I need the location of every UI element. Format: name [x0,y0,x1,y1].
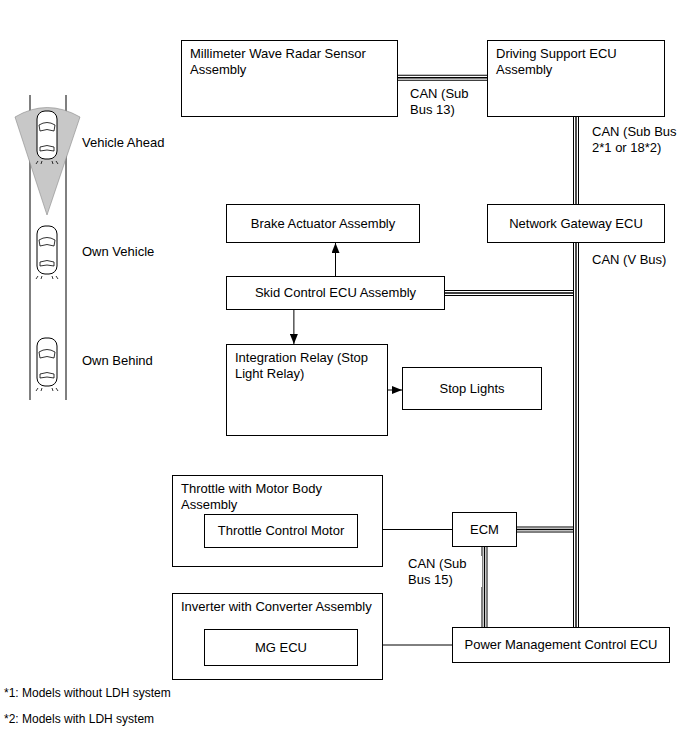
assembly-box: Inverter with Converter Assembly MG ECU [172,593,383,680]
vehicle-label: Vehicle Ahead [80,135,166,151]
actuator-box: Brake Actuator Assembly [226,204,420,243]
node-text: Throttle Control Motor [218,523,344,539]
gateway-box: Network Gateway ECU [487,204,665,243]
bus-stroke [483,547,487,627]
bus-stroke [398,75,487,81]
vehicle-label: Own Vehicle [80,244,156,260]
node-text: Inverter with Converter Assembly [181,599,374,615]
motor-box: Throttle Control Motor [204,514,358,548]
footnote: *2: Models with LDH system [2,712,156,726]
node-text: Skid Control ECU Assembly [255,285,416,301]
node-text: Millimeter Wave Radar Sensor Assembly [190,46,389,77]
ecu-box: ECM [452,512,517,547]
bus-stroke [484,547,485,627]
bus-stroke [573,243,579,627]
bus-stroke [574,117,578,204]
node-text: Network Gateway ECU [509,216,643,232]
node-text: Stop Lights [439,381,504,397]
can-bus-line [398,77,487,78]
arrow-stroke [293,310,294,344]
bus-stroke [445,243,576,293]
ecu-box: Power Management Control ECU [452,627,670,663]
sensor-box: Millimeter Wave Radar Sensor Assembly [181,40,398,117]
arrow-stroke [335,243,336,276]
can-bus-line [484,547,485,627]
bus-label: CAN (Sub Bus 15) [406,556,482,587]
bus-stroke [575,243,576,627]
signal-arrow [335,243,336,276]
bus-stroke [573,117,579,204]
can-bus-line [445,243,576,293]
node-text: Power Management Control ECU [465,637,658,653]
lamp-box: Stop Lights [402,367,542,410]
can-bus-line [576,243,577,627]
can-bus-line [576,117,577,204]
signal-arrow [293,310,294,344]
node-text: Driving Support ECU Assembly [496,46,656,77]
bus-stroke [398,77,487,78]
arrow-stroke [388,390,402,391]
bus-stroke [445,243,576,293]
node-text: Brake Actuator Assembly [251,216,396,232]
bus-label: CAN (Sub Bus 13) [408,86,484,117]
node-text: MG ECU [255,640,307,656]
bus-stroke [575,117,576,204]
relay-box: Integration Relay (Stop Light Relay) [226,344,388,436]
node-text: ECM [470,522,499,538]
assembly-box: Throttle with Motor Body AssemblyThrottl… [172,475,383,567]
ecu-box: Driving Support ECU Assembly [487,40,665,117]
bus-label: CAN (V Bus) [590,252,686,268]
node-text: Throttle with Motor Body Assembly [181,481,374,512]
vehicle-label: Own Behind [80,353,155,369]
bus-label: CAN (Sub Bus 2*1 or 18*2) [590,124,686,155]
ecu-box: Skid Control ECU Assembly [226,276,445,310]
bus-stroke [482,547,488,627]
signal-arrow [388,390,402,391]
ecu-box: MG ECU [204,629,358,666]
road-illustration [15,95,80,400]
footnote: *1: Models without LDH system [2,686,173,700]
node-text: Integration Relay (Stop Light Relay) [235,350,379,381]
bus-stroke [398,76,487,80]
bus-stroke [445,243,576,293]
bus-stroke [574,243,578,627]
